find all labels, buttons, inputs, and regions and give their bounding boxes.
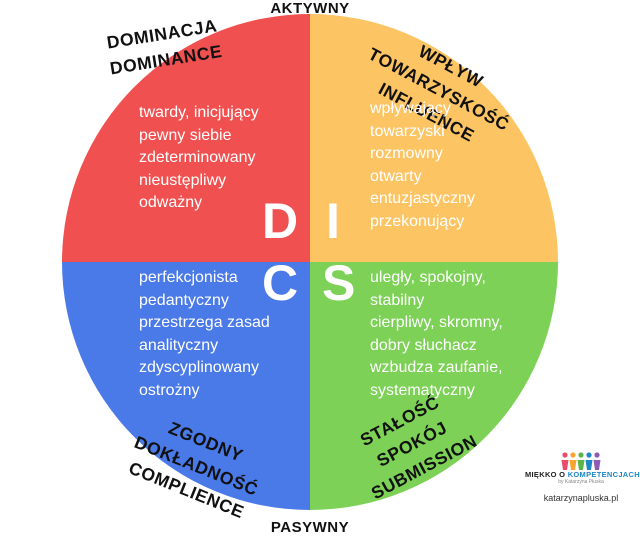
letter-d: D — [262, 193, 299, 249]
logo-figure-head — [570, 452, 576, 458]
traits-compliance: perfekcjonista pedantyczny przestrzega z… — [139, 267, 270, 403]
logo-brand-prefix: MIĘKKO O — [525, 470, 568, 479]
logo-url[interactable]: katarzynapluska.pl — [543, 493, 619, 503]
logo-figure-head — [594, 452, 600, 458]
logo-figure-body — [593, 460, 601, 470]
trait-item: analityczny — [139, 336, 219, 354]
trait-item: nieustępliwy — [139, 171, 227, 189]
trait-item: cierpliwy, skromny, — [370, 314, 503, 332]
logo-figure-body — [577, 460, 585, 470]
brand-logo[interactable]: MIĘKKO O KOMPETENCJACH by Katarzyna Płus… — [525, 470, 640, 503]
trait-item: perfekcjonista — [139, 269, 238, 286]
traits-dominance: twardy, inicjujący pewny siebie zdetermi… — [139, 102, 259, 215]
trait-item: przestrzega zasad — [139, 314, 270, 332]
letter-c: C — [262, 255, 299, 311]
letter-s: S — [322, 255, 356, 311]
logo-figure-head — [586, 452, 592, 458]
trait-item: systematyczny — [370, 381, 475, 399]
trait-item: zdeterminowany — [139, 149, 256, 167]
logo-author: by Katarzyna Płuska — [558, 479, 604, 485]
trait-item: entuzjastyczny — [370, 190, 475, 208]
traits-steadiness: uległy, spokojny, stabilny cierpliwy, sk… — [370, 267, 503, 403]
letter-i: I — [326, 193, 340, 249]
quadrant-compliance — [62, 262, 310, 510]
trait-item: odważny — [139, 194, 203, 212]
trait-item: pedantyczny — [139, 291, 229, 309]
trait-item: wzbudza zaufanie, — [370, 359, 503, 377]
pole-top-label: AKTYWNY — [270, 0, 350, 17]
logo-brand-highlight: KOMPETENCJACH — [567, 470, 640, 479]
traits-influence: wpływający towarzyski rozmowny otwarty e… — [370, 98, 475, 234]
logo-figure-body — [585, 460, 593, 470]
trait-item: uległy, spokojny, — [370, 269, 486, 286]
trait-item: przekonujący — [370, 212, 465, 230]
quadrant-influence — [310, 14, 558, 262]
trait-item: otwarty — [370, 167, 422, 185]
logo-figure-body — [561, 460, 569, 470]
logo-brand: MIĘKKO O KOMPETENCJACH — [525, 470, 640, 479]
trait-item: towarzyski — [370, 122, 445, 140]
pole-bottom-label: PASYWNY — [270, 519, 350, 536]
logo-figure-head — [578, 452, 584, 458]
trait-item: stabilny — [370, 291, 425, 309]
logo-figure-head — [562, 452, 568, 458]
quadrant-steadiness — [310, 262, 558, 510]
trait-item: zdyscyplinowany — [139, 359, 260, 377]
trait-item: rozmowny — [370, 145, 443, 163]
trait-item: pewny siebie — [139, 126, 232, 144]
trait-item: twardy, inicjujący — [139, 104, 259, 121]
quadrant-dominance — [62, 14, 310, 262]
logo-figure-body — [569, 460, 577, 470]
trait-item: ostrożny — [139, 381, 200, 399]
trait-item: wpływający — [370, 100, 451, 117]
trait-item: dobry słuchacz — [370, 336, 477, 354]
logo-figures — [561, 452, 601, 470]
